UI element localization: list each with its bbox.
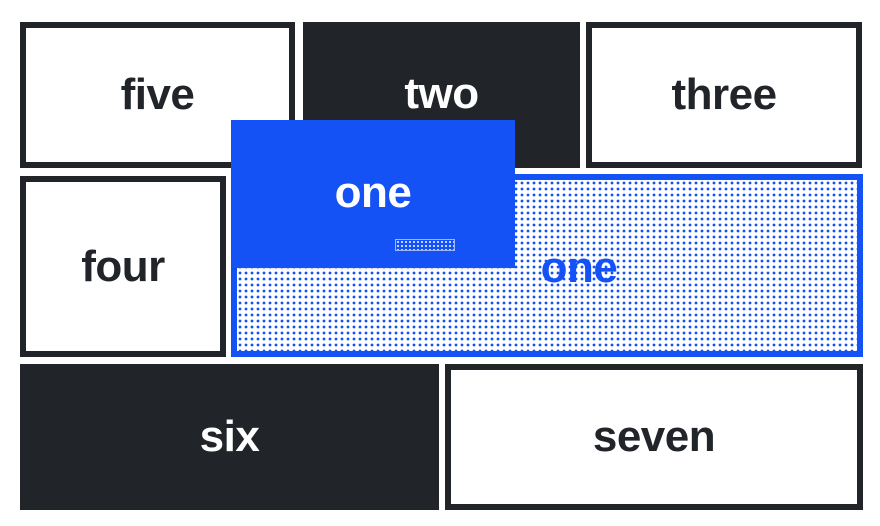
tile-six-label: six: [199, 412, 260, 461]
tile-two-label: two: [404, 69, 479, 118]
dragging-tile-label: one: [334, 168, 412, 217]
tile-six[interactable]: six: [20, 364, 439, 510]
tile-seven-label: seven: [592, 412, 716, 461]
tile-five-label: five: [120, 70, 195, 119]
drop-placeholder-label: one: [540, 242, 618, 292]
dragging-tile-one[interactable]: one: [231, 120, 515, 268]
tile-four[interactable]: four: [20, 176, 226, 357]
tile-four-label: four: [81, 241, 165, 291]
tile-three[interactable]: three: [586, 22, 862, 168]
tile-seven[interactable]: seven: [445, 364, 863, 510]
tile-five[interactable]: five: [20, 22, 295, 168]
tile-three-label: three: [671, 70, 777, 119]
drag-handle[interactable]: [395, 239, 455, 251]
